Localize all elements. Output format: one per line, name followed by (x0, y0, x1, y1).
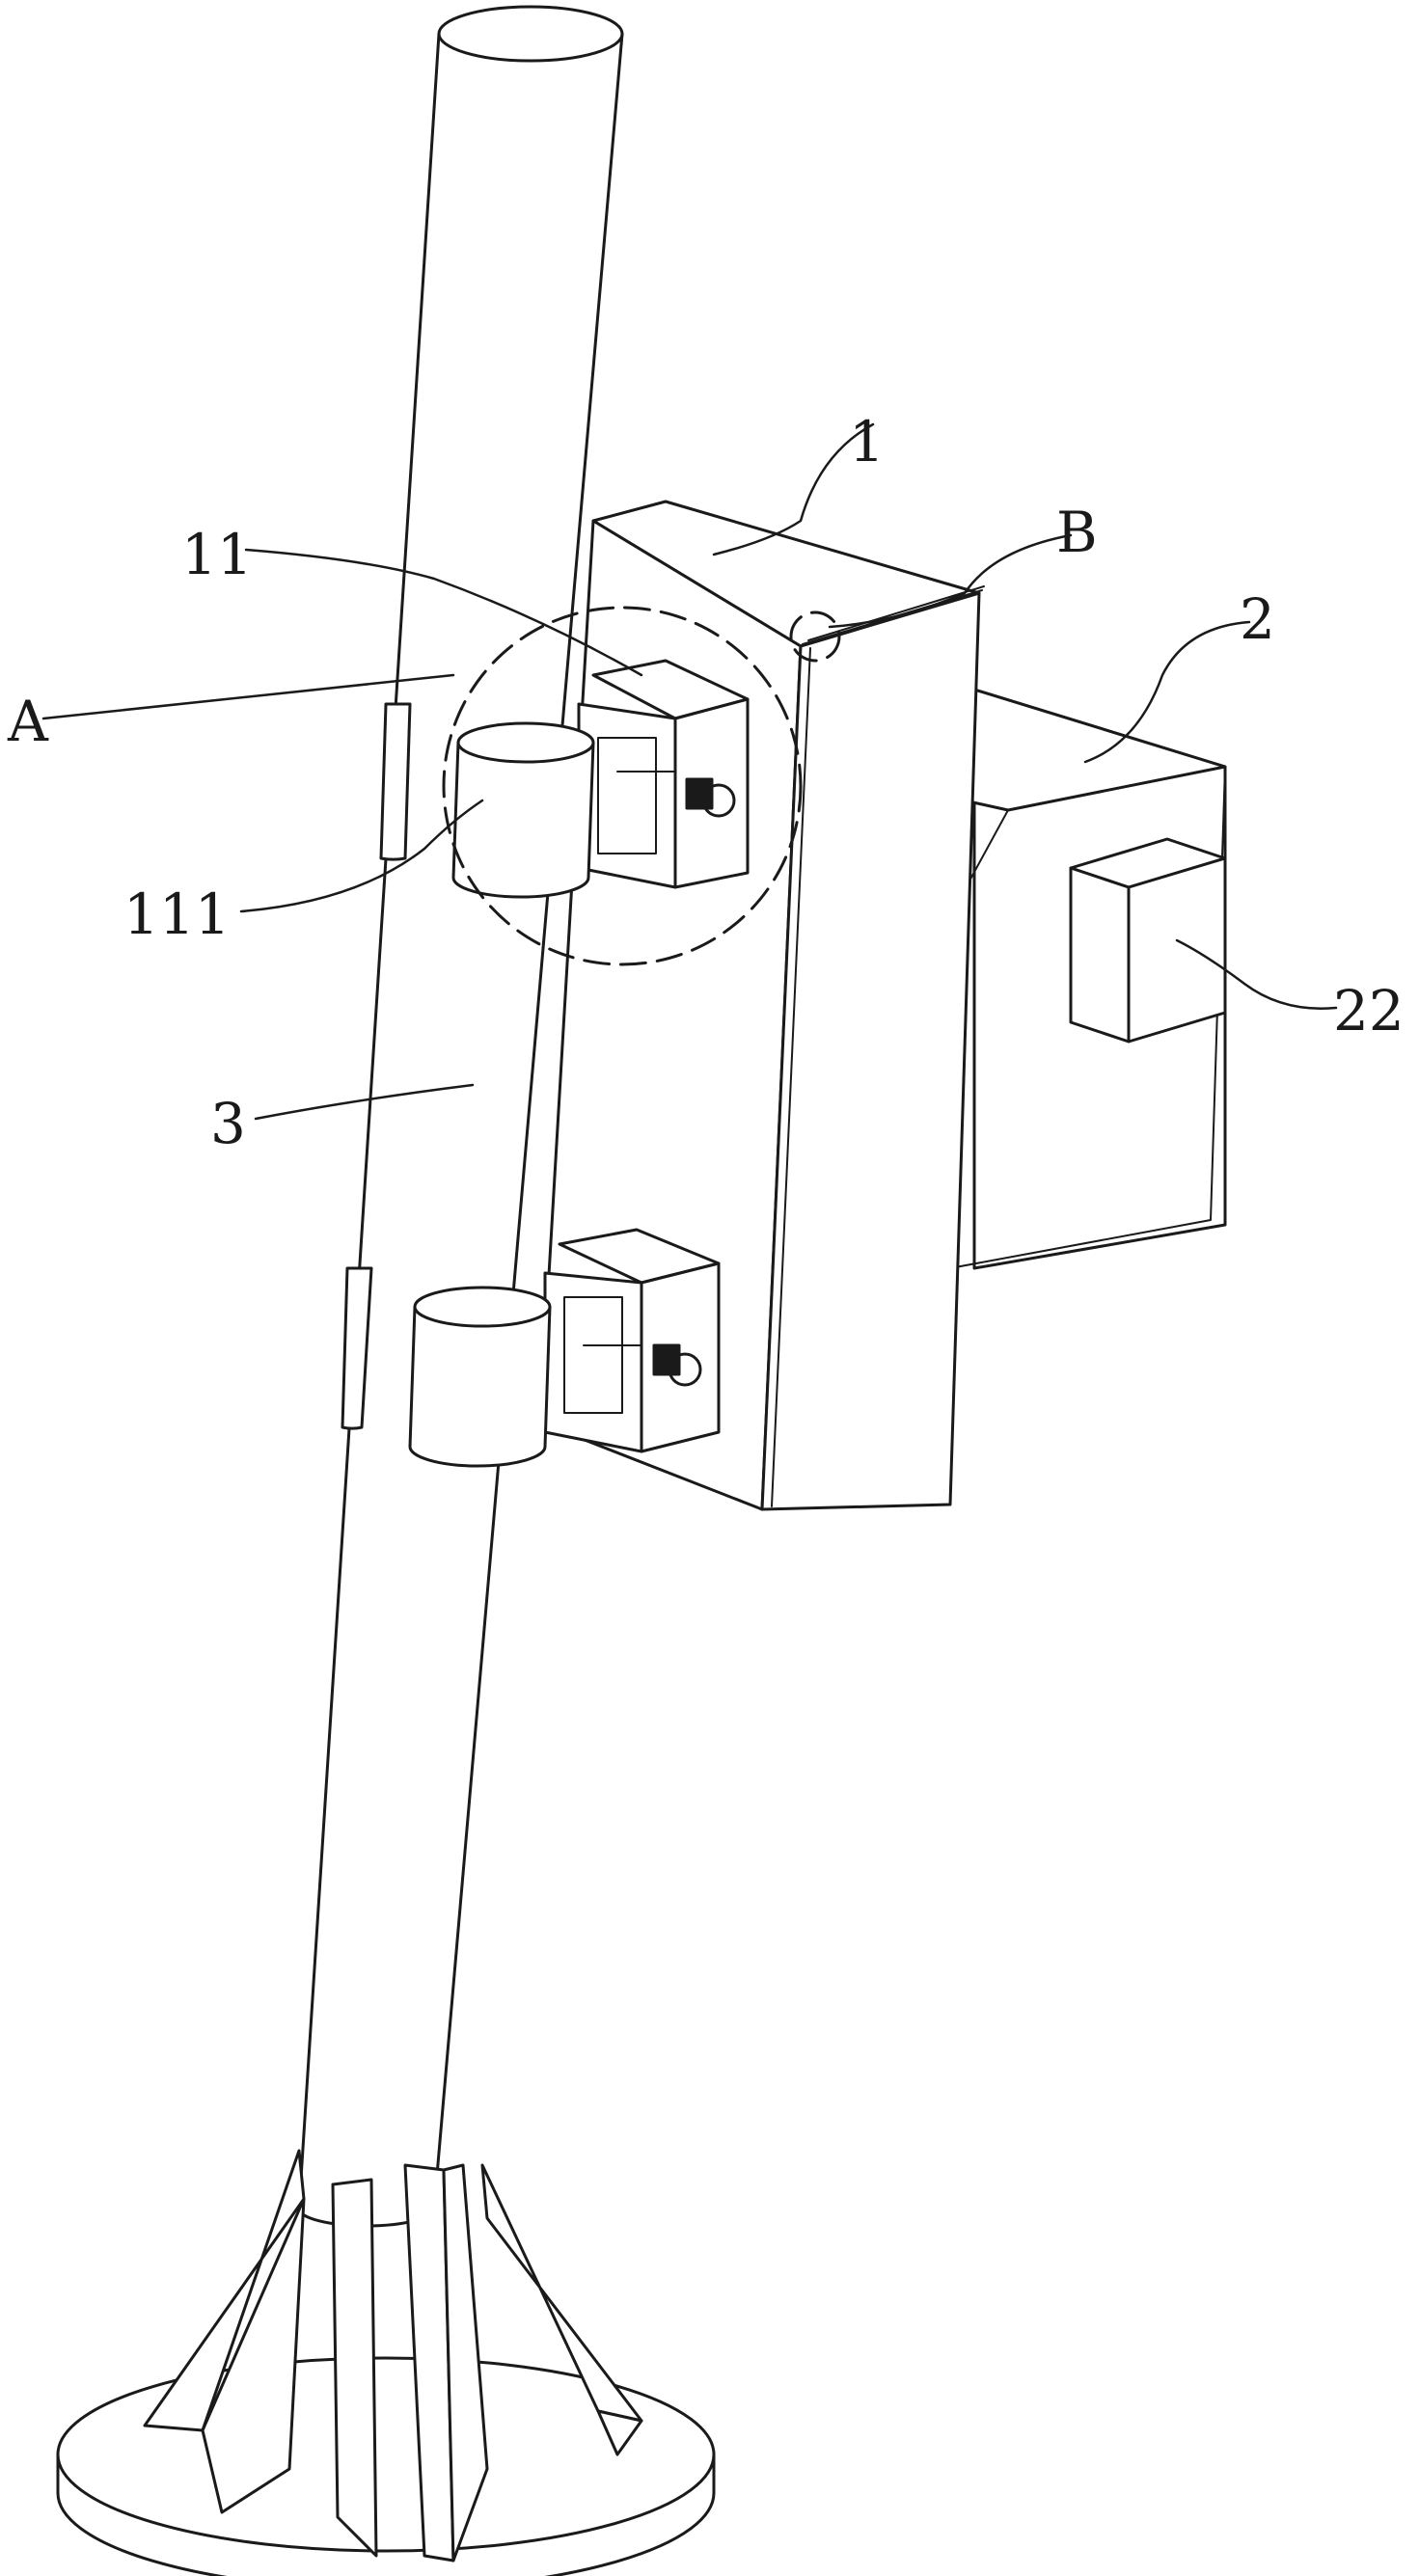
base-gussets (143, 2149, 643, 2562)
label-22: 22 (1333, 978, 1405, 1044)
lower-clamp-bracket (543, 1228, 721, 1453)
label-111: 111 (123, 881, 231, 947)
detail-circle-a (442, 606, 803, 966)
label-11: 11 (181, 522, 253, 587)
label-a: A (7, 689, 49, 754)
lower-pipe-clamp (341, 1266, 552, 1468)
reference-labels: 1 11 B 2 A 111 22 3 (7, 409, 1405, 1156)
upper-pipe-clamp (379, 702, 595, 899)
small-module-box (1069, 837, 1227, 1044)
leader-lines (41, 422, 1338, 1121)
label-3: 3 (210, 1091, 246, 1156)
label-b: B (1056, 500, 1098, 565)
label-1: 1 (849, 409, 885, 475)
detail-circle-b (789, 610, 841, 663)
upper-clamp-bracket (577, 659, 750, 889)
label-2: 2 (1240, 586, 1275, 652)
